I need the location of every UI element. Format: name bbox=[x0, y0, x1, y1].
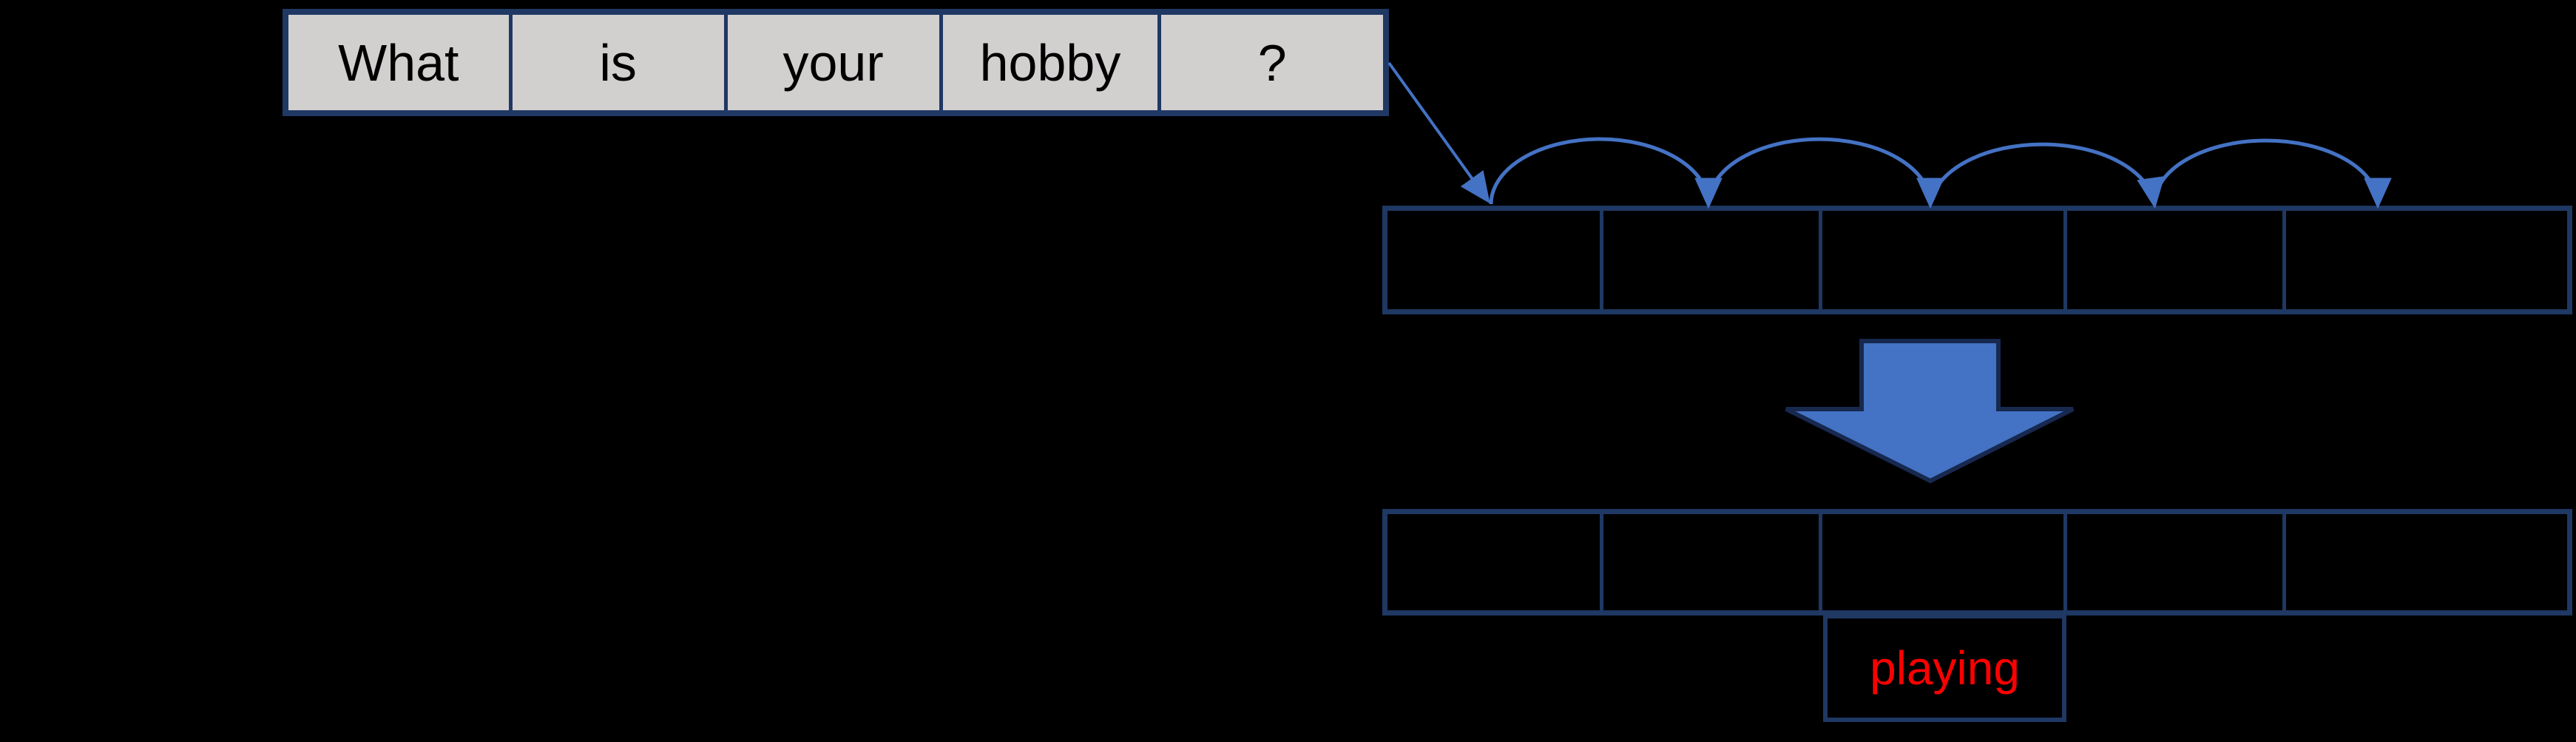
connector-arrow-icon bbox=[1387, 61, 1490, 204]
sentence-token-row: What is your hobby ? bbox=[283, 9, 1389, 116]
prediction-box: playing bbox=[1823, 614, 2066, 722]
token-cell-hobby: hobby bbox=[942, 15, 1162, 110]
token-cell-is: is bbox=[512, 15, 728, 110]
hop-arc-2-icon bbox=[1706, 137, 1944, 209]
prediction-label: playing bbox=[1870, 641, 2020, 695]
hop-arc-4-icon bbox=[2152, 138, 2392, 209]
output-cell-row bbox=[1382, 509, 2572, 615]
hop-arc-3-icon bbox=[1928, 142, 2165, 209]
scan-cell bbox=[1387, 211, 1603, 309]
token-cell-question-mark: ? bbox=[1161, 15, 1383, 110]
token-cell-what: What bbox=[288, 15, 513, 110]
scan-cell bbox=[1603, 211, 1822, 309]
output-cell bbox=[1822, 514, 2068, 610]
scan-cell bbox=[1822, 211, 2068, 309]
output-cell bbox=[1603, 514, 1822, 610]
down-block-arrow-icon bbox=[1785, 339, 2075, 484]
scan-cell bbox=[2067, 211, 2287, 309]
output-cell bbox=[2067, 514, 2287, 610]
token-cell-your: your bbox=[727, 15, 943, 110]
output-cell bbox=[1387, 514, 1603, 610]
scan-cell-row bbox=[1382, 206, 2572, 314]
hop-arc-1-icon bbox=[1489, 137, 1723, 209]
